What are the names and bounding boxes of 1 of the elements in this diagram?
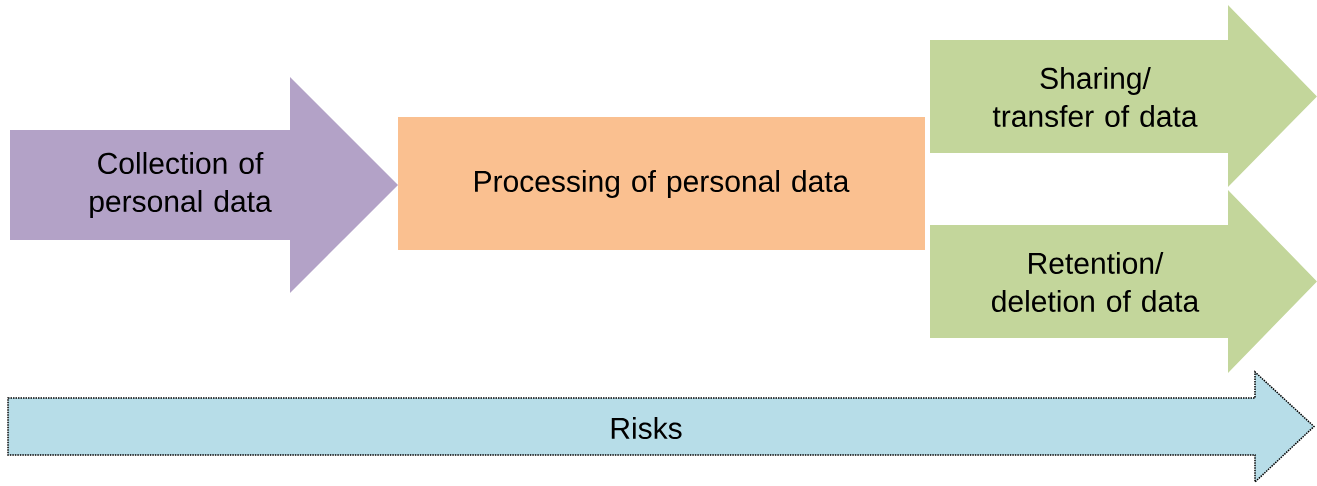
- process-box: Processing of personal data: [398, 117, 925, 250]
